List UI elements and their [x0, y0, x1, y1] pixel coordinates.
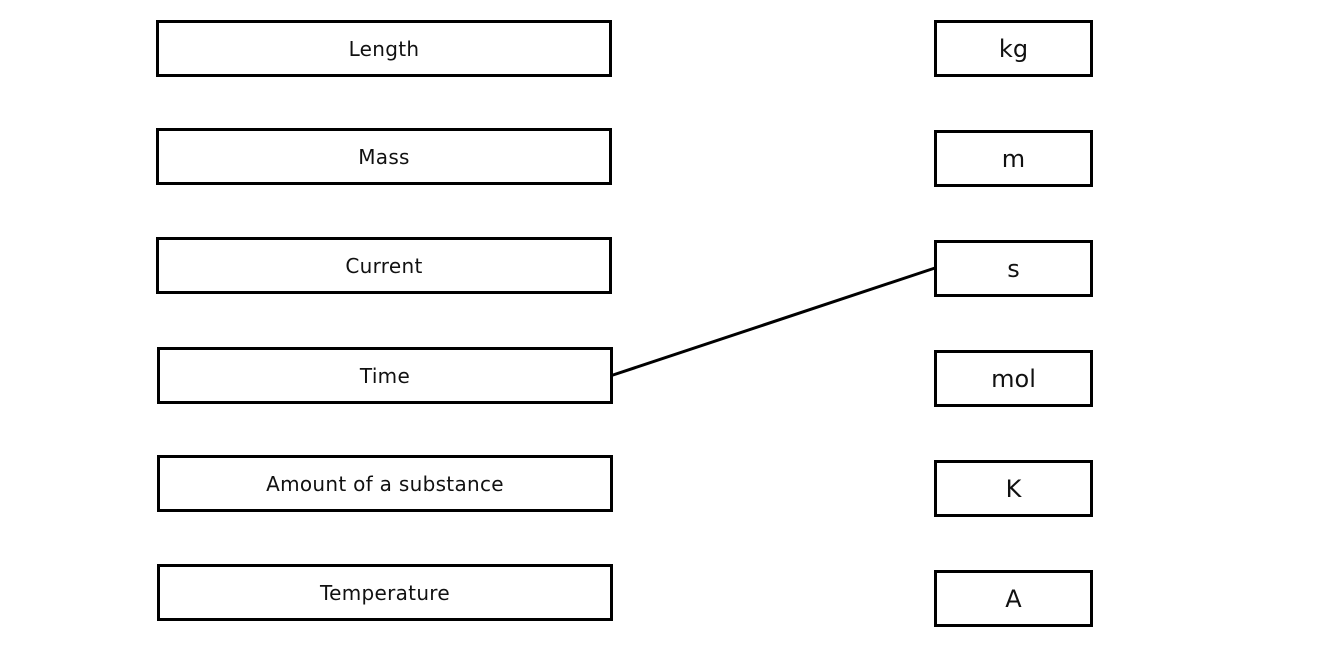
- quantity-box-temperature[interactable]: Temperature: [157, 564, 613, 621]
- quantity-label: Current: [345, 253, 423, 278]
- unit-box-mol[interactable]: mol: [934, 350, 1093, 407]
- unit-label: m: [1001, 144, 1026, 173]
- quantity-label: Mass: [358, 144, 410, 169]
- quantity-box-length[interactable]: Length: [156, 20, 612, 77]
- unit-label: kg: [998, 34, 1029, 63]
- unit-box-s[interactable]: s: [934, 240, 1093, 297]
- connection-line-time-to-s: [611, 266, 937, 377]
- unit-label: K: [1005, 474, 1022, 503]
- quantity-label: Length: [348, 36, 420, 61]
- quantity-label: Time: [359, 363, 411, 388]
- quantity-label: Amount of a substance: [266, 471, 504, 496]
- quantity-box-time[interactable]: Time: [157, 347, 613, 404]
- quantity-box-mass[interactable]: Mass: [156, 128, 612, 185]
- quantity-box-current[interactable]: Current: [156, 237, 612, 294]
- unit-label: mol: [991, 364, 1036, 393]
- quantity-label: Temperature: [320, 580, 450, 605]
- unit-box-k[interactable]: K: [934, 460, 1093, 517]
- unit-box-m[interactable]: m: [934, 130, 1093, 187]
- quantity-box-amount-of-a-substance[interactable]: Amount of a substance: [157, 455, 613, 512]
- unit-label: s: [1007, 254, 1020, 283]
- unit-box-a[interactable]: A: [934, 570, 1093, 627]
- unit-box-kg[interactable]: kg: [934, 20, 1093, 77]
- unit-label: A: [1005, 584, 1022, 613]
